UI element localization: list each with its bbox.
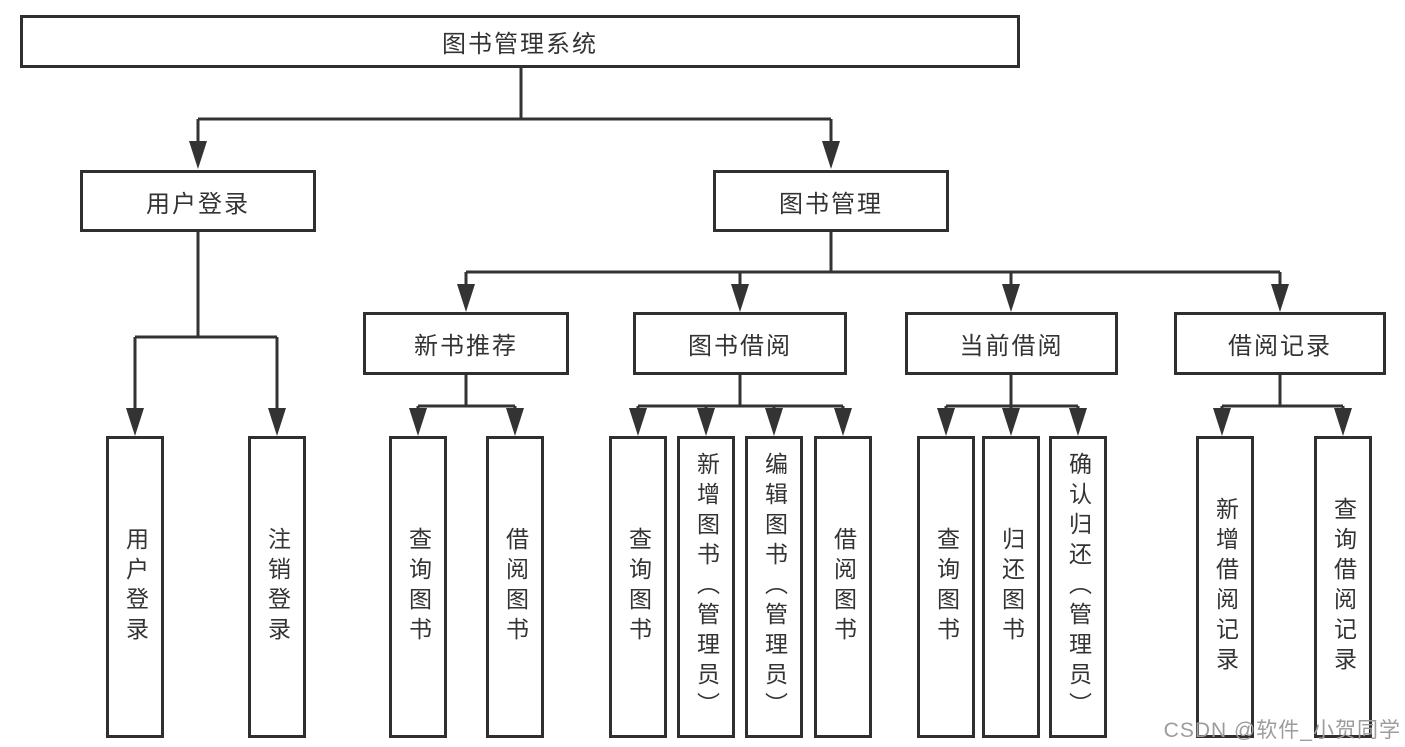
watermark: CSDN @软件_小贺同学 <box>1163 719 1401 742</box>
node-label: 借阅图书 <box>830 527 857 647</box>
leaf-edit-books-admin: 编辑图书（管理员） <box>745 436 803 738</box>
arrow-down-icon <box>409 408 427 436</box>
node-current-borrowing: 当前借阅 <box>905 312 1118 375</box>
node-label: 查询图书 <box>405 527 432 647</box>
node-label: 归还图书 <box>998 527 1025 647</box>
node-label: 图书管理 <box>779 190 883 218</box>
arrow-down-icon <box>1271 284 1289 312</box>
leaf-query-books-borrow: 查询图书 <box>609 436 667 738</box>
connector-currentborrow-to-leaves <box>944 375 1080 414</box>
node-label: 用户登录 <box>122 527 149 647</box>
connector-bookmgmt-to-level3 <box>464 232 1282 290</box>
connector-userlogin-to-leaves <box>133 232 279 414</box>
leaf-confirm-return-admin: 确认归还（管理员） <box>1049 436 1107 738</box>
node-label: 确认归还（管理员） <box>1065 452 1092 722</box>
node-label: 注销登录 <box>264 527 291 647</box>
node-label: 借阅图书 <box>502 527 529 647</box>
node-label: 查询图书 <box>625 527 652 647</box>
arrow-down-icon <box>506 408 524 436</box>
leaf-query-borrow-record: 查询借阅记录 <box>1314 436 1372 738</box>
leaf-add-books-admin: 新增图书（管理员） <box>677 436 735 738</box>
connector-root-to-level2 <box>196 68 833 145</box>
connector-newbook-to-leaves <box>416 375 517 414</box>
leaf-add-borrow-record: 新增借阅记录 <box>1196 436 1254 738</box>
arrow-down-icon <box>1213 408 1231 436</box>
node-label: 借阅记录 <box>1228 333 1332 360</box>
arrow-down-icon <box>937 408 955 436</box>
node-book-borrowing: 图书借阅 <box>633 312 847 375</box>
leaf-borrow-books: 借阅图书 <box>814 436 872 738</box>
node-label: 当前借阅 <box>959 333 1064 360</box>
node-label: 新书推荐 <box>414 333 518 360</box>
arrow-down-icon <box>268 408 286 436</box>
arrow-down-icon <box>765 408 783 436</box>
arrow-down-icon <box>731 284 749 312</box>
node-book-management: 图书管理 <box>713 170 949 232</box>
node-new-book-recommendation: 新书推荐 <box>363 312 569 375</box>
arrow-down-icon <box>697 408 715 436</box>
arrow-down-icon <box>822 141 840 169</box>
leaf-borrow-books-recommend: 借阅图书 <box>486 436 544 738</box>
arrow-down-icon <box>834 408 852 436</box>
arrow-down-icon <box>1334 408 1352 436</box>
node-label: 图书管理系统 <box>442 31 598 58</box>
leaf-logout: 注销登录 <box>248 436 306 738</box>
arrow-down-icon <box>1002 284 1020 312</box>
node-label: 图书借阅 <box>688 333 792 360</box>
connector-bookborrow-to-leaves <box>636 375 845 414</box>
node-label: 新增借阅记录 <box>1212 497 1239 677</box>
node-label: 新增图书（管理员） <box>693 452 720 722</box>
arrow-down-icon <box>126 408 144 436</box>
node-borrowing-records: 借阅记录 <box>1174 312 1386 375</box>
arrow-down-icon <box>1069 408 1087 436</box>
leaf-query-books-current: 查询图书 <box>917 436 975 738</box>
arrow-down-icon <box>189 141 207 169</box>
connector-records-to-leaves <box>1220 375 1345 414</box>
arrow-down-icon <box>457 284 475 312</box>
node-library-management-system: 图书管理系统 <box>20 15 1020 68</box>
node-user-login-group: 用户登录 <box>80 170 316 232</box>
leaf-user-login: 用户登录 <box>106 436 164 738</box>
node-label: 查询借阅记录 <box>1330 497 1357 677</box>
leaf-return-books: 归还图书 <box>982 436 1040 738</box>
node-label: 编辑图书（管理员） <box>761 452 788 722</box>
leaf-query-books-recommend: 查询图书 <box>389 436 447 738</box>
arrow-down-icon <box>629 408 647 436</box>
node-label: 查询图书 <box>933 527 960 647</box>
node-label: 用户登录 <box>146 190 250 218</box>
arrow-down-icon <box>1002 408 1020 436</box>
